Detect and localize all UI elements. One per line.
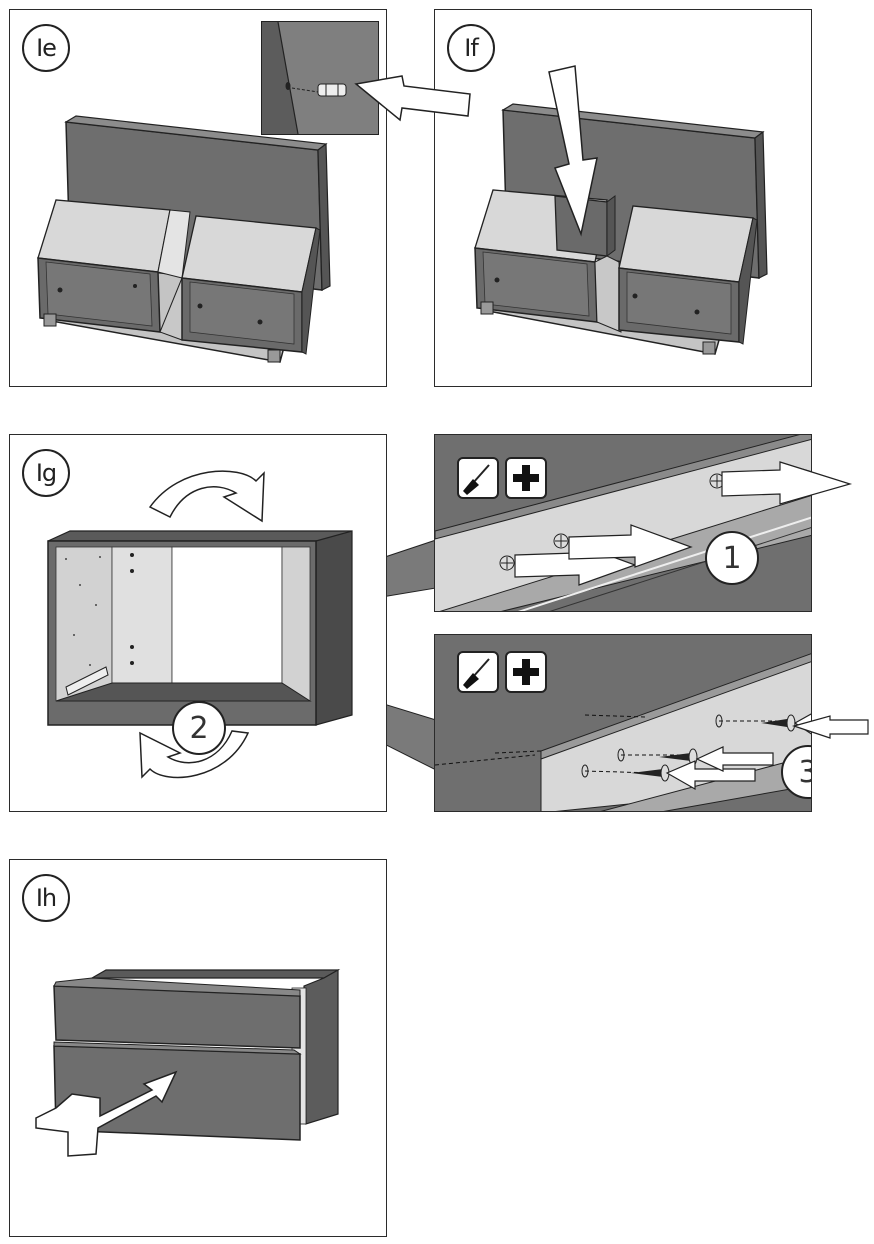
- white-arrow-icon: [665, 760, 756, 791]
- screw-head-icon: [553, 533, 569, 549]
- step-if-badge: If: [447, 24, 495, 72]
- tool-icons: [457, 651, 547, 693]
- step-if-panel: If: [434, 9, 812, 387]
- step-ig-panel: Ig 2: [9, 434, 387, 812]
- white-arrow-icon: [568, 524, 693, 568]
- step-ih-panel: Ih: [9, 859, 387, 1237]
- white-arrow-icon: [35, 1070, 178, 1157]
- white-arrow-icon: [548, 65, 598, 237]
- screw-icon: [631, 764, 670, 782]
- white-arrow-icon: [695, 746, 774, 772]
- dowel-detail-inset: [261, 21, 379, 135]
- step-ie-panel: Ie: [9, 9, 387, 387]
- rail-screw-detail-top: 1: [434, 434, 812, 612]
- cabinet-ig-illustration: [47, 470, 353, 779]
- phillips-cross-icon: [505, 651, 547, 693]
- screw-head-icon: [709, 473, 725, 489]
- rotate-arrow-icon: [139, 730, 250, 779]
- callout-1: 1: [705, 531, 759, 585]
- cabinet-ih-illustration: [35, 968, 341, 1157]
- step-ih-badge: Ih: [22, 874, 70, 922]
- cabinet-if-illustration: [474, 65, 768, 355]
- phillips-cross-icon: [505, 457, 547, 499]
- tool-icons: [457, 457, 547, 499]
- rotate-arrow-icon: [148, 470, 265, 523]
- screwdriver-icon: [457, 651, 499, 693]
- rail-screw-detail-bottom: 3: [434, 634, 812, 812]
- step-ie-badge: Ie: [22, 24, 70, 72]
- step-ig-badge: Ig: [22, 449, 70, 497]
- screw-head-icon: [499, 555, 515, 571]
- cabinet-ie-illustration: [37, 115, 331, 363]
- screwdriver-icon: [457, 457, 499, 499]
- callout-2: 2: [172, 701, 226, 755]
